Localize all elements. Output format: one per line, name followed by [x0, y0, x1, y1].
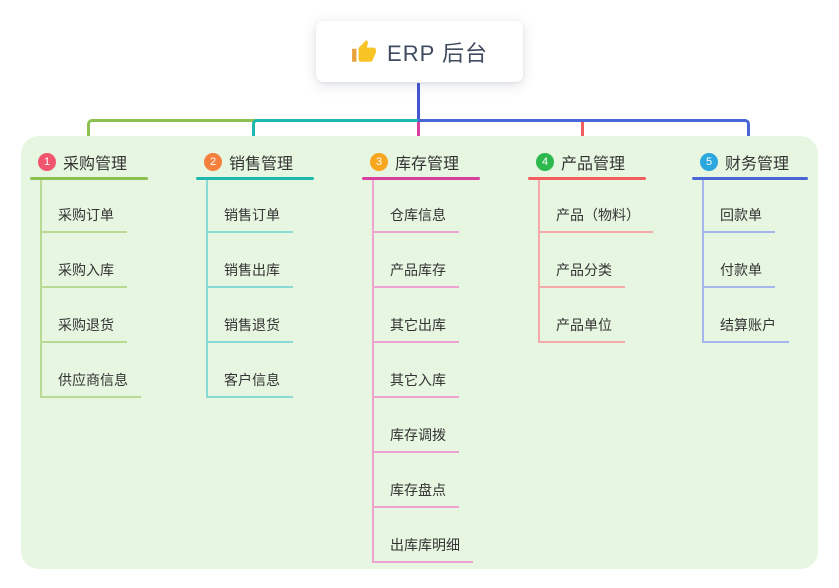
child-node[interactable]: 仓库信息 [372, 205, 459, 233]
branch-label: 采购管理 [63, 156, 128, 173]
branch-node-sales[interactable]: 2 销售管理 [204, 151, 293, 173]
branch-underline [196, 177, 314, 180]
child-node[interactable]: 采购退货 [40, 315, 127, 343]
branch-number-badge: 4 [536, 153, 554, 171]
thumbs-up-icon [352, 39, 376, 62]
child-node[interactable]: 库存盘点 [372, 480, 459, 508]
branch-label: 库存管理 [395, 156, 460, 173]
branch-underline [362, 177, 480, 180]
child-node[interactable]: 库存调拨 [372, 425, 459, 453]
branch-rail [702, 180, 704, 343]
child-node[interactable]: 供应商信息 [40, 370, 141, 398]
connector-root [417, 83, 420, 122]
child-node[interactable]: 产品库存 [372, 260, 459, 288]
branch-label: 销售管理 [229, 156, 294, 173]
child-node[interactable]: 销售订单 [206, 205, 293, 233]
child-node[interactable]: 销售出库 [206, 260, 293, 288]
branch-rail [538, 180, 540, 343]
child-node[interactable]: 付款单 [702, 260, 775, 288]
root-node-label: ERP 后台 [387, 40, 488, 66]
connector-branch-sales [252, 119, 423, 148]
child-node[interactable]: 采购订单 [40, 205, 127, 233]
branch-number-badge: 5 [700, 153, 718, 171]
branch-underline [528, 177, 646, 180]
branch-node-product[interactable]: 4 产品管理 [536, 151, 625, 173]
branch-label: 产品管理 [561, 156, 626, 173]
branch-rail [372, 180, 374, 563]
branch-label: 财务管理 [725, 156, 790, 173]
child-node[interactable]: 产品（物料） [538, 205, 653, 233]
branch-node-finance[interactable]: 5 财务管理 [700, 151, 789, 173]
child-node[interactable]: 其它出库 [372, 315, 459, 343]
branch-number-badge: 2 [204, 153, 222, 171]
root-node[interactable]: ERP 后台 [316, 21, 523, 82]
mindmap-panel [21, 136, 818, 569]
branch-underline [30, 177, 148, 180]
child-node[interactable]: 出库库明细 [372, 535, 473, 563]
child-node[interactable]: 客户信息 [206, 370, 293, 398]
branch-underline [692, 177, 808, 180]
child-node[interactable]: 回款单 [702, 205, 775, 233]
child-node[interactable]: 销售退货 [206, 315, 293, 343]
branch-number-badge: 1 [38, 153, 56, 171]
child-node[interactable]: 其它入库 [372, 370, 459, 398]
child-node[interactable]: 产品单位 [538, 315, 625, 343]
branch-rail [206, 180, 208, 398]
connector-branch-inventory [417, 122, 420, 148]
branch-node-purchase[interactable]: 1 采购管理 [38, 151, 127, 173]
branch-node-inventory[interactable]: 3 库存管理 [370, 151, 459, 173]
branch-number-badge: 3 [370, 153, 388, 171]
child-node[interactable]: 结算账户 [702, 315, 789, 343]
child-node[interactable]: 采购入库 [40, 260, 127, 288]
connector-branch-finance [418, 119, 750, 148]
connector-branch-purchase [87, 119, 257, 148]
child-node[interactable]: 产品分类 [538, 260, 625, 288]
connector-branch-product [581, 122, 584, 148]
branch-rail [40, 180, 42, 398]
